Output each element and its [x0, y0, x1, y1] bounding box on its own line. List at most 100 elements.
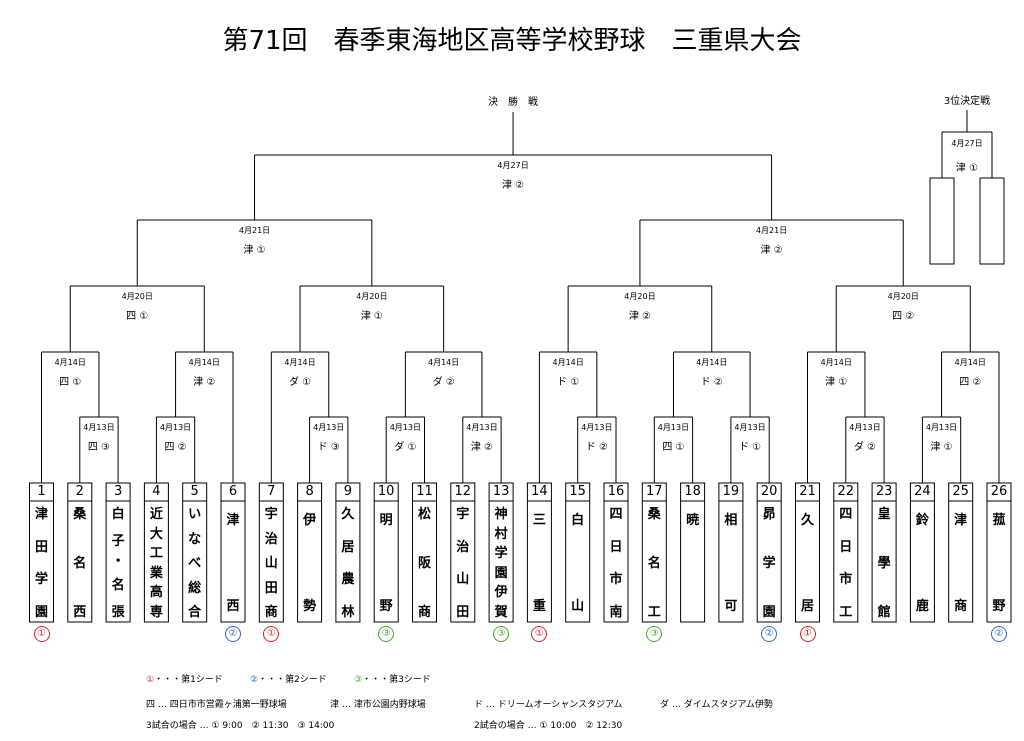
semi-match-0-venue: 津 ①: [243, 245, 266, 256]
team-number: 16: [607, 484, 625, 499]
team-name: 暁: [681, 503, 705, 620]
round2-match-2-venue: ダ ①: [288, 377, 312, 388]
seed-badge: ①: [531, 626, 548, 642]
team-name-char: 宇: [456, 507, 470, 522]
round1-match-0-date: 4月13日: [83, 423, 115, 432]
team-name-char: 学: [494, 546, 508, 562]
team-name-char: 鹿: [915, 599, 929, 614]
team-name: 白山: [566, 503, 590, 620]
team-name-char: 専: [149, 604, 163, 620]
team-name-char: 白: [571, 513, 585, 528]
team-box-16: [603, 482, 629, 623]
team-number: 19: [722, 484, 740, 499]
team-name-char: 居: [800, 599, 814, 614]
team-name-char: 白: [111, 507, 125, 522]
team-name-char: 四: [839, 507, 853, 522]
team-name-char: ・: [111, 553, 125, 569]
team-name-char: 宇: [264, 507, 278, 522]
seed-badge: ③: [646, 626, 663, 642]
team-box-10: [373, 482, 399, 623]
team-name-char: 林: [341, 604, 355, 620]
team-name-char: 工: [647, 605, 661, 620]
team-name-char: 農: [341, 572, 355, 588]
round1-match-7-venue: ド ①: [738, 442, 762, 453]
team-name: 津西: [221, 503, 245, 620]
team-name-char: 學: [877, 556, 891, 571]
team-name-char: 賀: [494, 604, 508, 620]
round1-match-9-date: 4月13日: [925, 423, 958, 432]
round2-match-5-venue: ド ②: [700, 377, 723, 388]
team-number: 10: [377, 484, 395, 499]
team-number: 21: [799, 484, 816, 499]
legend-venue-yokkaichi: 四 … 四日市市営霞ヶ浦第一野球場: [146, 700, 287, 710]
team-number: 23: [875, 484, 893, 499]
team-name-char: 可: [724, 599, 738, 614]
team-name-char: 西: [226, 599, 240, 614]
team-name-char: 園: [762, 605, 776, 620]
round1-match-7-date: 4月13日: [734, 423, 766, 432]
team-name-char: 西: [73, 605, 87, 620]
team-name: 宇治山田商: [259, 503, 283, 620]
team-box-23: [871, 482, 897, 623]
round2-match-0-date: 4月14日: [54, 358, 86, 367]
team-name-char: 治: [456, 539, 470, 555]
team-name: 相可: [719, 503, 743, 620]
legend-seed-mark: ②: [250, 675, 259, 685]
team-name-char: 神: [494, 507, 508, 522]
team-box-21: [795, 482, 820, 623]
team-name-char: 松: [417, 507, 431, 522]
team-name-char: 相: [724, 513, 738, 528]
team-name: 宇治山田: [451, 503, 475, 620]
team-name-char: 園: [34, 604, 48, 620]
legend-venue-tsu: 津 … 津市公園内野球場: [330, 700, 426, 710]
team-box-5: [182, 482, 208, 623]
team-name-char: 子: [111, 534, 125, 550]
team-name-char: 久: [341, 507, 355, 522]
team-number: 17: [646, 484, 663, 499]
team-name-char: 合: [188, 605, 202, 620]
page-title: 第71回 春季東海地区高等学校野球 三重県大会: [222, 26, 802, 56]
round1-match-0-venue: 四 ③: [87, 442, 111, 453]
legend-seed-text: ・・・第3シード: [362, 675, 431, 685]
team-number: 13: [492, 484, 510, 499]
team-box-1: [29, 482, 54, 623]
legend-venue-daimu: ダ … ダイムスタジアム伊勢: [660, 700, 773, 710]
team-name: 明野: [374, 503, 398, 620]
legend-seed3: ③・・・第3シード: [354, 672, 431, 685]
round2-match-5-date: 4月14日: [696, 358, 728, 367]
team-name-char: 皇: [877, 507, 891, 522]
team-name-char: 園: [494, 565, 508, 581]
round1-match-5-date: 4月13日: [581, 423, 613, 432]
quarter-match-2-date: 4月20日: [624, 292, 656, 301]
team-number: 9: [343, 484, 353, 499]
team-name-char: 田: [456, 604, 470, 620]
team-name-char: 工: [839, 604, 853, 620]
team-box-2: [67, 482, 93, 623]
team-name: 鈴鹿: [910, 503, 934, 620]
team-number: 24: [914, 484, 931, 499]
team-name: 伊勢: [298, 503, 322, 620]
team-number: 12: [454, 484, 472, 499]
round2-match-0-venue: 四 ①: [59, 377, 82, 388]
team-name: 桑名工: [642, 503, 666, 620]
round1-match-8-venue: ダ ②: [853, 442, 877, 453]
team-number: 6: [228, 484, 238, 499]
seed-badge: ③: [378, 626, 395, 642]
team-number: 18: [684, 484, 701, 499]
team-name-char: 伊: [303, 513, 317, 528]
quarter-match-2-venue: 津 ②: [628, 311, 652, 322]
team-name-char: べ: [188, 556, 202, 571]
round1-match-3-venue: ダ ①: [394, 442, 417, 453]
team-box-14: [526, 482, 552, 623]
team-name-char: 山: [264, 556, 278, 571]
team-name: 神村学園伊賀: [489, 503, 513, 620]
round1-match-1-date: 4月13日: [159, 423, 192, 432]
team-name: 津商: [949, 503, 973, 620]
final-match-venue: 津 ②: [501, 180, 525, 191]
round1-match-1-venue: 四 ②: [164, 442, 187, 453]
team-number: 5: [190, 484, 199, 499]
round2-match-4-venue: ド ①: [557, 377, 580, 388]
round1-match-2-venue: ド ③: [317, 442, 340, 453]
legend-times2: 2試合の場合 … ① 10:00 ② 12:30: [474, 721, 623, 731]
